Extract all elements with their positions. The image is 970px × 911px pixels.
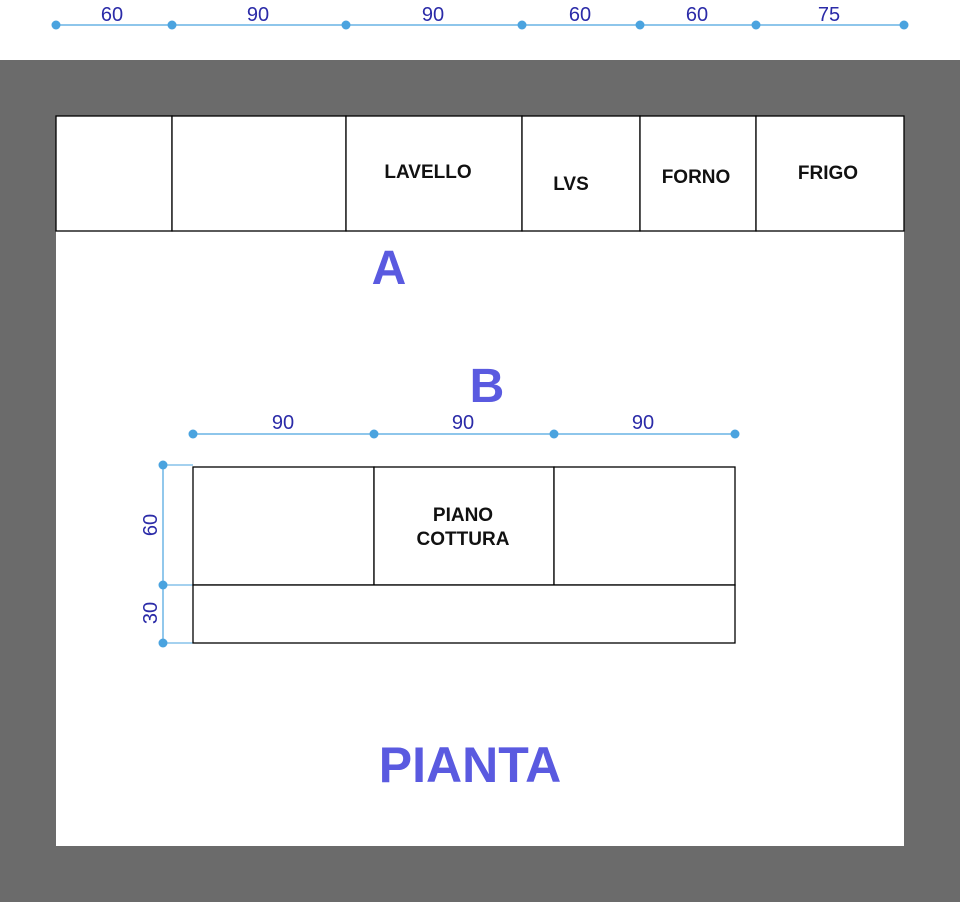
- plan-title: PIANTA: [379, 737, 561, 793]
- dimension-line-wall-a: 60 90 90 60 60 75: [51, 4, 909, 30]
- cabinet-run-a: LAVELLO LVS FORNO FRIGO: [55, 115, 905, 232]
- dimension-label: 90: [272, 412, 294, 434]
- dimension-label: 60: [569, 4, 591, 26]
- dimension-line-island-depth: 60 30: [140, 460, 193, 648]
- island-overhang: [192, 584, 736, 644]
- module-label-dishwasher: LVS: [553, 174, 589, 195]
- section-label-a: A: [372, 242, 407, 295]
- island-module: [553, 466, 736, 586]
- hob-label-line1: PIANO: [433, 505, 493, 526]
- dimension-tick: [158, 460, 168, 470]
- dimension-line-island-width: 90 90 90: [188, 412, 740, 439]
- dimension-tick: [167, 20, 177, 30]
- wall-left: [0, 60, 56, 902]
- cabinet-module-oven: [639, 115, 757, 232]
- dimension-tick: [369, 429, 379, 439]
- dimension-tick: [730, 429, 740, 439]
- dimension-tick: [899, 20, 909, 30]
- dimension-label: 90: [452, 412, 474, 434]
- module-label-oven: FORNO: [662, 167, 731, 188]
- cabinet-module-sink: [345, 115, 523, 232]
- island-module-hob: [373, 466, 555, 586]
- dimension-label: 60: [686, 4, 708, 26]
- cabinet-module: [171, 115, 347, 232]
- dimension-label: 30: [140, 602, 162, 624]
- dimension-tick: [51, 20, 61, 30]
- dimension-tick: [549, 429, 559, 439]
- island-b: PIANO COTTURA: [192, 466, 736, 644]
- hob-label-line2: COTTURA: [417, 529, 510, 550]
- dimension-tick: [158, 638, 168, 648]
- dimension-tick: [188, 429, 198, 439]
- dimension-label: 90: [247, 4, 269, 26]
- dimension-tick: [517, 20, 527, 30]
- dimension-label: 75: [818, 4, 840, 26]
- dimension-label: 60: [101, 4, 123, 26]
- section-label-b: B: [470, 360, 505, 413]
- cabinet-module: [55, 115, 173, 232]
- dimension-label: 90: [422, 4, 444, 26]
- wall-top: [0, 60, 960, 116]
- dimension-tick: [158, 580, 168, 590]
- module-label-fridge: FRIGO: [798, 163, 858, 184]
- wall-right: [904, 60, 960, 902]
- cabinet-module-fridge: [755, 115, 905, 232]
- dimension-label: 90: [632, 412, 654, 434]
- module-label-sink: LAVELLO: [384, 162, 471, 183]
- island-module: [192, 466, 375, 586]
- dimension-tick: [751, 20, 761, 30]
- dimension-label: 60: [140, 514, 162, 536]
- wall-bottom: [0, 846, 960, 902]
- dimension-tick: [635, 20, 645, 30]
- cabinet-module-dishwasher: [521, 115, 641, 232]
- dimension-tick: [341, 20, 351, 30]
